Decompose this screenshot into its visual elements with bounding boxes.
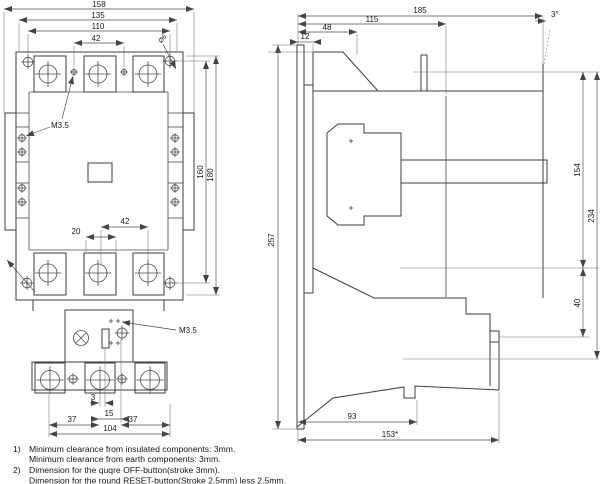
screw-leader: [25, 126, 51, 137]
note1-line1: Minimum clearance from insulated compone…: [29, 444, 235, 454]
relay-side-top: [312, 267, 491, 331]
dim-40: 40: [573, 298, 582, 307]
relay-base: [31, 361, 168, 391]
mounting-plate: [296, 44, 305, 430]
aux-rail-divisions: [16, 112, 183, 219]
side-plus-marks: [348, 138, 354, 211]
dim-3: 3: [91, 393, 96, 402]
nameplate: [87, 162, 113, 183]
terminal-block: [33, 252, 67, 296]
dim-257: 257: [267, 233, 276, 247]
contactor-body: [4, 51, 195, 311]
dim-42-bottom: 42: [121, 217, 130, 226]
dim-104: 104: [103, 424, 117, 433]
dim-37-left: 37: [68, 415, 77, 424]
front-height-dims: [176, 55, 220, 296]
footnotes: 1) Minimum clearance from insulated comp…: [13, 444, 286, 484]
top-wedge: [312, 51, 380, 92]
mounting-holes: [20, 54, 177, 290]
dim-angle-3deg: 3°: [551, 10, 559, 19]
relay-screw: [115, 326, 130, 341]
dim-158: 158: [92, 0, 106, 9]
terminal-block: [132, 252, 165, 296]
center-block: [326, 123, 402, 226]
relay-screw-leader: [121, 320, 177, 331]
note2-line1: Dimension for the quqre OFF-button(strok…: [29, 465, 220, 475]
dim-115: 115: [366, 15, 379, 24]
note2-label: 2): [13, 465, 21, 475]
dim-93: 93: [348, 412, 357, 421]
dim-160: 160: [196, 165, 205, 179]
side-geometry: [296, 44, 548, 430]
dim-12: 12: [301, 32, 310, 41]
overload-relay-front: M3.5 3 15 37: [31, 309, 197, 437]
aux-block-right: [182, 112, 195, 231]
terminal-block: [33, 55, 67, 93]
front-bottom-dims: [85, 224, 149, 264]
front-top-dims: [3, 6, 195, 113]
dim-20: 20: [72, 227, 81, 236]
barrier-fin: [420, 54, 428, 92]
relay-plus-marks: [108, 318, 121, 346]
dim-37-right: 37: [129, 415, 138, 424]
dim-48: 48: [323, 23, 332, 32]
side-bottom-dims: [297, 392, 500, 443]
screw-leader: [61, 75, 74, 120]
dim-154: 154: [573, 163, 582, 177]
relay-screw-label: M3.5: [179, 326, 197, 335]
aux-screw-hole: [118, 66, 130, 78]
front-view: 158 135 110 42 Ø6: [3, 0, 220, 311]
side-view: 185 115 48 12 3° 257: [267, 6, 600, 443]
dim-153: 153*: [382, 430, 398, 439]
off-button-slot: [101, 328, 110, 349]
side-left-dim: [268, 44, 313, 430]
terminal-block: [132, 55, 165, 93]
corner-hole-leader: [6, 259, 36, 293]
reset-button-symbol: [73, 330, 89, 346]
side-top-dims: [290, 13, 551, 94]
dim-234: 234: [587, 209, 596, 223]
pole-terminal-screws: [35, 61, 161, 286]
aux-block-left: [4, 112, 17, 231]
aux-rail-screws: [15, 131, 182, 209]
dim-110: 110: [92, 22, 105, 31]
relay-connector-tab: [489, 330, 500, 343]
relay-side-bottom: [296, 385, 500, 428]
dim-180: 180: [206, 168, 215, 182]
dim-15: 15: [105, 409, 114, 418]
side-right-dims: [400, 71, 600, 360]
note1-label: 1): [13, 444, 21, 454]
relay-face: [64, 309, 134, 363]
terminal-block: [83, 252, 117, 296]
note1-line2: Minimum clearance from earth components:…: [29, 454, 221, 464]
terminal-block: [83, 55, 117, 93]
note2-line2: Dimension for the round RESET-button(Str…: [29, 476, 286, 484]
relay-dims: [48, 339, 171, 437]
mounting-hole-label: Ø6: [157, 33, 168, 44]
screw-size-label: M3.5: [51, 121, 69, 130]
aux-screw-hole: [68, 66, 80, 78]
dim-185: 185: [413, 6, 427, 15]
terminal-bar: [400, 159, 548, 184]
dim-42-top: 42: [92, 34, 101, 43]
dim-135: 135: [91, 11, 105, 20]
